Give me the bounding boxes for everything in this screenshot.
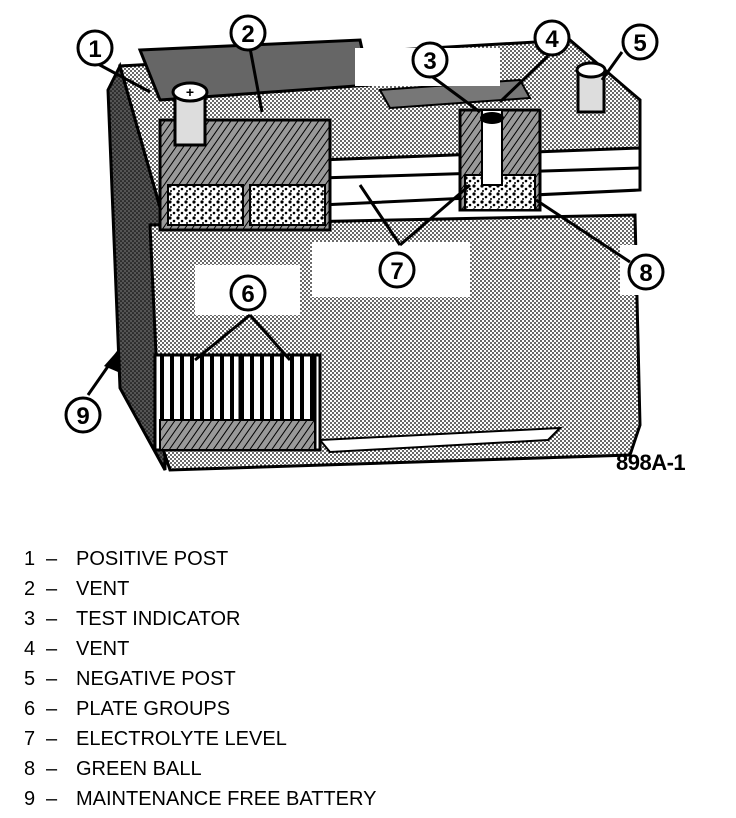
legend-dash: – xyxy=(46,784,76,814)
callout-7: 7 xyxy=(380,253,414,287)
svg-text:2: 2 xyxy=(241,21,254,48)
svg-text:1: 1 xyxy=(88,36,101,63)
battery-cutaway-illustration: + 1 2 3 4 5 6 7 8 xyxy=(0,0,736,490)
callout-9: 9 xyxy=(66,398,100,432)
legend-label: VENT xyxy=(76,578,129,600)
legend: 1–POSITIVE POST 2–VENT 3–TEST INDICATOR … xyxy=(24,544,484,814)
legend-dash: – xyxy=(46,664,76,694)
callout-3: 3 xyxy=(413,43,447,77)
legend-item: 6–PLATE GROUPS xyxy=(24,694,484,724)
svg-text:5: 5 xyxy=(633,30,646,57)
svg-text:7: 7 xyxy=(390,258,403,285)
legend-item: 2–VENT xyxy=(24,574,484,604)
legend-item: 9–MAINTENANCE FREE BATTERY xyxy=(24,784,484,814)
legend-number: 2 xyxy=(24,574,46,604)
legend-item: 1–POSITIVE POST xyxy=(24,544,484,574)
positive-post: + xyxy=(173,83,207,145)
svg-text:4: 4 xyxy=(545,26,559,53)
legend-number: 9 xyxy=(24,784,46,814)
plate-groups xyxy=(155,355,320,450)
legend-item: 7–ELECTROLYTE LEVEL xyxy=(24,724,484,754)
svg-text:9: 9 xyxy=(76,403,89,430)
callout-4: 4 xyxy=(535,21,569,55)
legend-item: 5–NEGATIVE POST xyxy=(24,664,484,694)
legend-label: MAINTENANCE FREE BATTERY xyxy=(76,788,376,810)
legend-number: 5 xyxy=(24,664,46,694)
callout-1: 1 xyxy=(78,31,112,65)
legend-label: NEGATIVE POST xyxy=(76,668,236,690)
legend-dash: – xyxy=(46,634,76,664)
legend-dash: – xyxy=(46,724,76,754)
test-indicator xyxy=(480,110,504,185)
legend-dash: – xyxy=(46,604,76,634)
legend-item: 8–GREEN BALL xyxy=(24,754,484,784)
legend-number: 4 xyxy=(24,634,46,664)
legend-item: 4–VENT xyxy=(24,634,484,664)
callout-6: 6 xyxy=(231,276,265,310)
legend-number: 1 xyxy=(24,544,46,574)
legend-number: 8 xyxy=(24,754,46,784)
legend-dash: – xyxy=(46,694,76,724)
legend-number: 3 xyxy=(24,604,46,634)
callout-5: 5 xyxy=(623,25,657,59)
negative-post xyxy=(577,63,605,112)
callout-2: 2 xyxy=(231,16,265,50)
svg-text:3: 3 xyxy=(423,48,436,75)
legend-dash: – xyxy=(46,754,76,784)
legend-label: PLATE GROUPS xyxy=(76,698,230,720)
svg-text:6: 6 xyxy=(241,281,254,308)
legend-item: 3–TEST INDICATOR xyxy=(24,604,484,634)
svg-text:8: 8 xyxy=(639,260,652,287)
legend-label: POSITIVE POST xyxy=(76,548,228,570)
svg-text:+: + xyxy=(186,84,194,100)
callout-8: 8 xyxy=(629,255,663,289)
figure-code: 898A-1 xyxy=(616,450,685,476)
legend-number: 7 xyxy=(24,724,46,754)
legend-label: GREEN BALL xyxy=(76,758,202,780)
legend-number: 6 xyxy=(24,694,46,724)
legend-label: TEST INDICATOR xyxy=(76,608,240,630)
legend-dash: – xyxy=(46,544,76,574)
legend-label: VENT xyxy=(76,638,129,660)
legend-dash: – xyxy=(46,574,76,604)
legend-label: ELECTROLYTE LEVEL xyxy=(76,728,287,750)
